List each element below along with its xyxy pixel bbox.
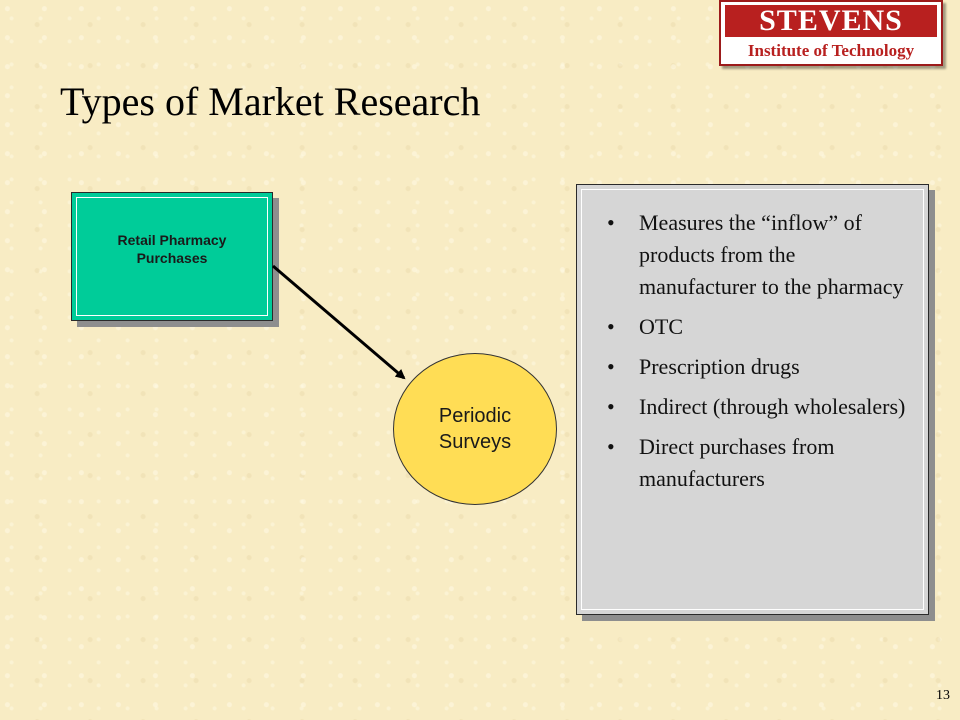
bullet-item: Measures the “inflow” of products from t… (607, 207, 907, 303)
logo-wordmark: STEVENS (725, 5, 937, 37)
logo-subtitle: Institute of Technology (747, 41, 915, 60)
bullet-item: Prescription drugs (607, 351, 907, 383)
bullet-item: Indirect (through wholesalers) (607, 391, 907, 423)
bullet-box: Measures the “inflow” of products from t… (576, 184, 929, 615)
stevens-logo: STEVENS Institute of Technology (719, 0, 943, 66)
target-node-label: Periodic Surveys (438, 405, 512, 453)
source-box-label: Retail Pharmacy Purchases (117, 231, 227, 266)
connector-line (272, 264, 406, 380)
page-title: Types of Market Research (60, 79, 481, 124)
target-node-periodic-surveys: Periodic Surveys (393, 353, 557, 505)
bullet-list: Measures the “inflow” of products from t… (607, 207, 907, 503)
bullet-item: OTC (607, 311, 907, 343)
page-number: 13 (936, 688, 950, 703)
source-box-retail-pharmacy: Retail Pharmacy Purchases (71, 192, 273, 321)
bullet-item: Direct purchases from manufacturers (607, 431, 907, 495)
